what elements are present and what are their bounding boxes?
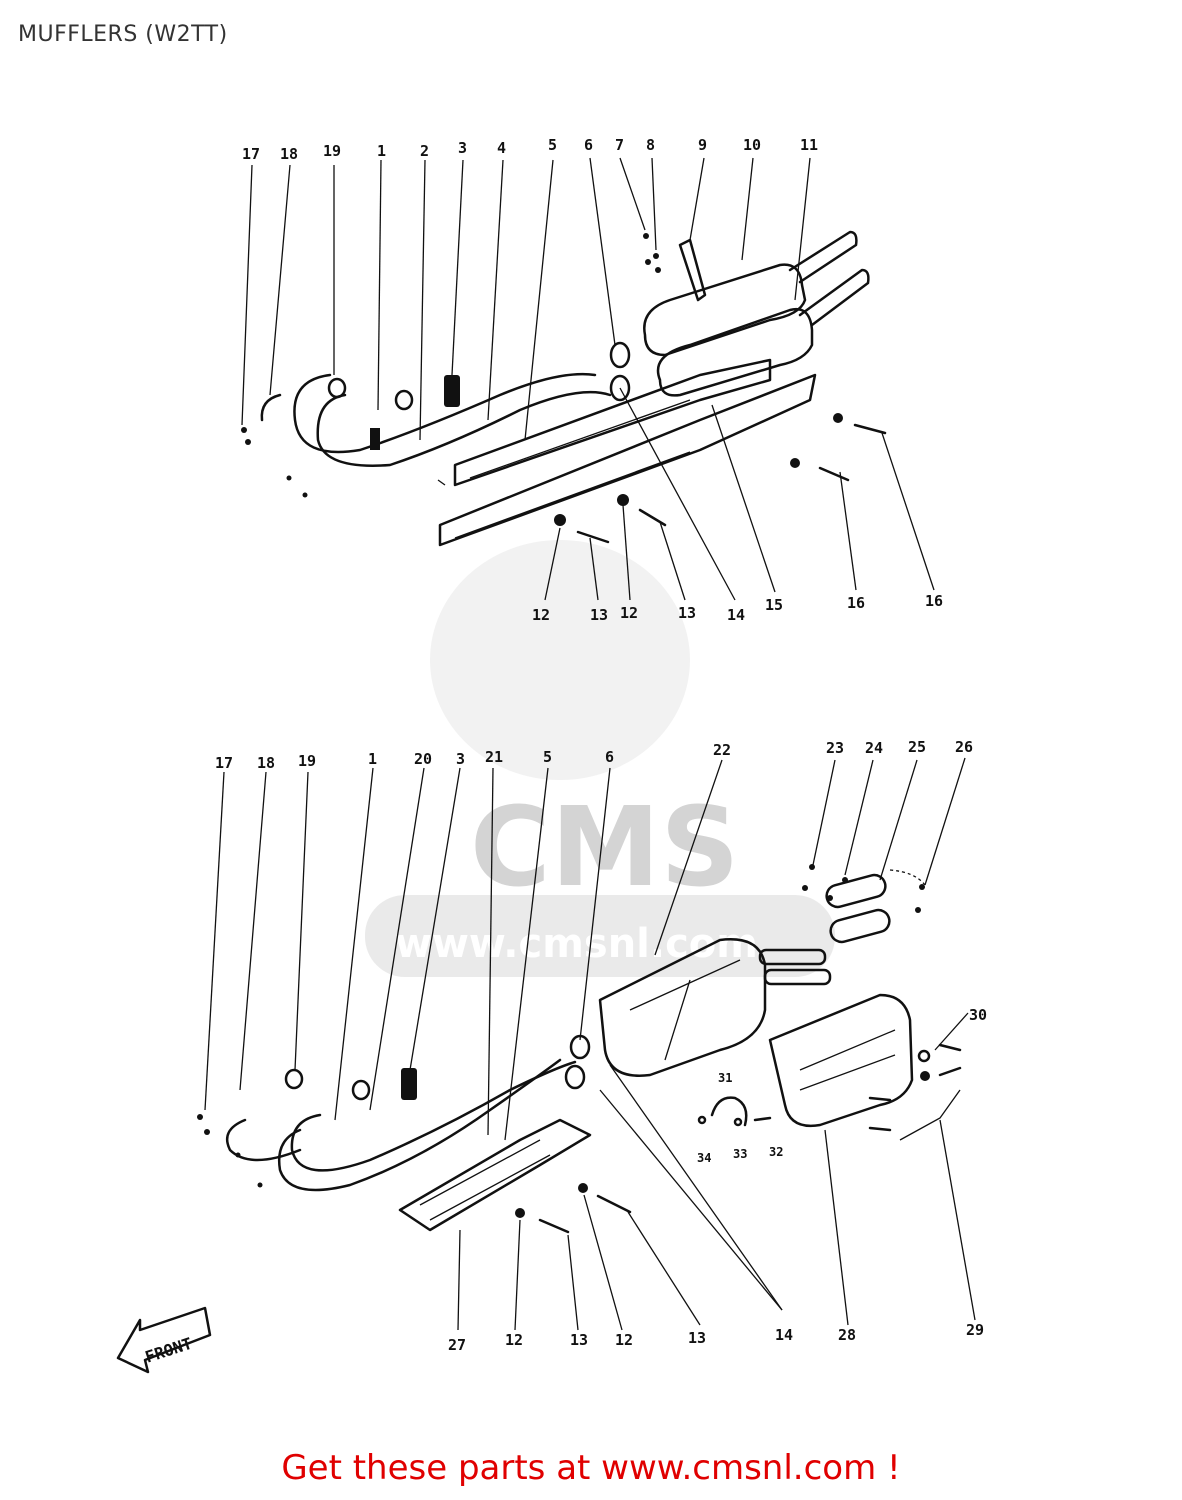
callout-22: 22 bbox=[713, 741, 731, 759]
callout-12b: 12 bbox=[620, 604, 638, 622]
callout-12: 12 bbox=[505, 1331, 523, 1349]
front-label: FRONT bbox=[143, 1334, 195, 1367]
exhaust-pipe-lower-1 bbox=[260, 393, 282, 422]
heat-shield-upper-a bbox=[453, 358, 772, 487]
callout-31: 31 bbox=[718, 1071, 732, 1085]
cms-watermark: CMS www.cmsnl.com bbox=[365, 540, 835, 977]
callout-25: 25 bbox=[908, 738, 926, 756]
callout-32: 32 bbox=[769, 1145, 783, 1159]
tail-tube-1 bbox=[825, 873, 887, 909]
exhaust-pipe-lower-a bbox=[277, 1058, 562, 1192]
heat-shield-upper-b bbox=[438, 373, 817, 547]
callout-30: 30 bbox=[969, 1006, 987, 1024]
callout-1: 1 bbox=[377, 142, 386, 160]
upper-exhaust-assembly bbox=[241, 230, 887, 547]
tailpipe-upper-1 bbox=[788, 230, 858, 284]
lower-callouts: 17 18 19 1 20 3 21 5 6 22 23 24 25 26 30… bbox=[215, 738, 987, 1354]
exhaust-pipe-lower-c bbox=[225, 1118, 302, 1162]
callout-3: 3 bbox=[458, 139, 467, 157]
clamp-31 bbox=[710, 1096, 748, 1127]
callout-9: 9 bbox=[698, 136, 707, 154]
lower-exhaust-assembly bbox=[197, 864, 962, 1234]
callout-5: 5 bbox=[543, 748, 552, 766]
callout-11: 11 bbox=[800, 136, 818, 154]
watermark-url: www.cmsnl.com bbox=[395, 921, 758, 967]
silencer-box bbox=[598, 938, 767, 1077]
callout-19: 19 bbox=[323, 142, 341, 160]
callout-16b: 16 bbox=[925, 592, 943, 610]
callout-27: 27 bbox=[448, 1336, 466, 1354]
callout-18: 18 bbox=[280, 145, 298, 163]
muffler-upper-2 bbox=[656, 307, 814, 397]
callout-12b: 12 bbox=[615, 1331, 633, 1349]
callout-17: 17 bbox=[242, 145, 260, 163]
callout-13: 13 bbox=[590, 606, 608, 624]
callout-16: 16 bbox=[847, 594, 865, 612]
callout-14: 14 bbox=[727, 606, 745, 624]
callout-21: 21 bbox=[485, 748, 503, 766]
page-title: MUFFLERS (W2TT) bbox=[18, 22, 228, 47]
callout-23: 23 bbox=[826, 739, 844, 757]
tail-tube-2 bbox=[829, 908, 891, 944]
muffler-cover bbox=[768, 993, 914, 1128]
callout-6: 6 bbox=[584, 136, 593, 154]
callout-5: 5 bbox=[548, 136, 557, 154]
callout-29: 29 bbox=[966, 1321, 984, 1339]
footer-link-text[interactable]: Get these parts at www.cmsnl.com ! bbox=[281, 1448, 901, 1488]
callout-13b: 13 bbox=[678, 604, 696, 622]
callout-20: 20 bbox=[414, 750, 432, 768]
heat-shield-lower bbox=[398, 1118, 592, 1232]
callout-26: 26 bbox=[955, 738, 973, 756]
lower-leaders bbox=[204, 757, 976, 1331]
callout-2: 2 bbox=[420, 142, 429, 160]
exhaust-pipe-lower-b bbox=[290, 1060, 577, 1172]
tailpipe-upper-2 bbox=[798, 268, 870, 327]
callout-7: 7 bbox=[615, 136, 624, 154]
callout-13: 13 bbox=[570, 1331, 588, 1349]
watermark-brand: CMS bbox=[470, 783, 739, 911]
callout-19: 19 bbox=[298, 752, 316, 770]
bracket-upper bbox=[678, 238, 707, 302]
front-arrow: FRONT bbox=[116, 1306, 212, 1374]
callout-10: 10 bbox=[743, 136, 761, 154]
callout-6: 6 bbox=[605, 748, 614, 766]
muffler-upper-1 bbox=[643, 263, 807, 357]
callout-1: 1 bbox=[368, 750, 377, 768]
callout-8: 8 bbox=[646, 136, 655, 154]
callout-4: 4 bbox=[497, 139, 506, 157]
callout-34: 34 bbox=[697, 1151, 711, 1165]
callout-24: 24 bbox=[865, 739, 883, 757]
callout-28: 28 bbox=[838, 1326, 856, 1344]
callout-15: 15 bbox=[765, 596, 783, 614]
callout-33: 33 bbox=[733, 1147, 747, 1161]
callout-17: 17 bbox=[215, 754, 233, 772]
callout-12: 12 bbox=[532, 606, 550, 624]
callout-14: 14 bbox=[775, 1326, 793, 1344]
upper-callouts: 17 18 19 1 2 3 4 5 6 7 8 9 10 11 12 13 1… bbox=[242, 136, 943, 624]
callout-3: 3 bbox=[456, 750, 465, 768]
callout-13b: 13 bbox=[688, 1329, 706, 1347]
upper-leaders bbox=[241, 157, 935, 601]
callout-18: 18 bbox=[257, 754, 275, 772]
exhaust-pipe-upper-2 bbox=[316, 390, 612, 467]
